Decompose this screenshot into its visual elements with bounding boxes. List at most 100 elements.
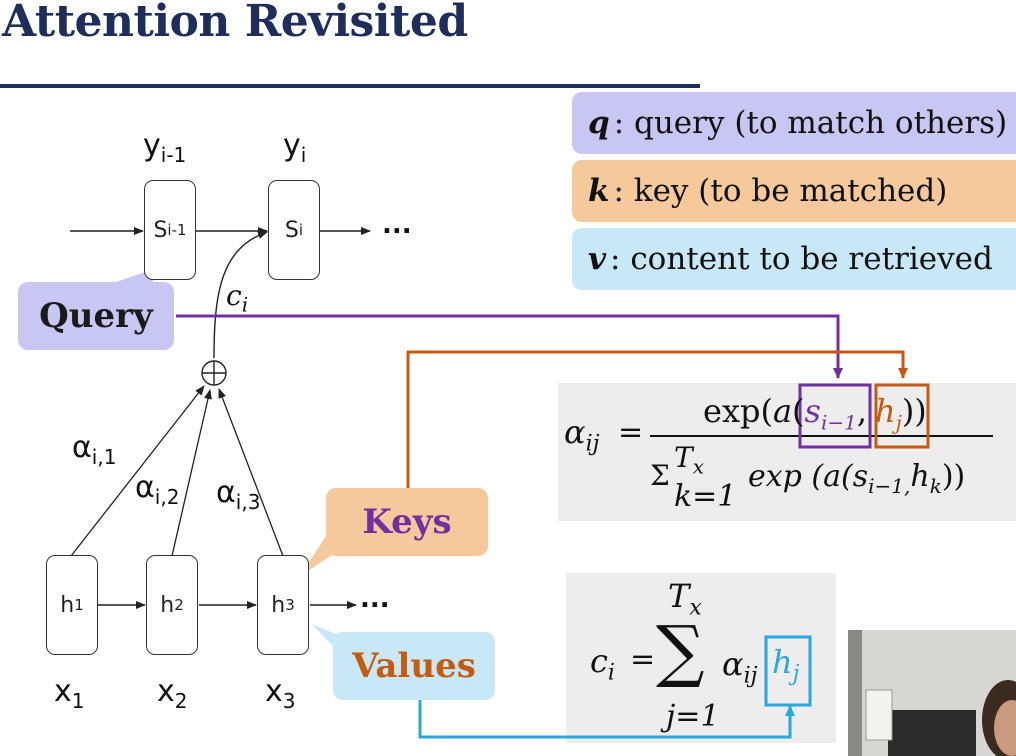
num-h-sub: j [895, 410, 902, 435]
context-alpha-symbol: α [722, 645, 744, 683]
weight-base: α [135, 470, 155, 505]
output-label-prev: yi-1 [143, 128, 186, 167]
values-callout: Values [333, 632, 495, 700]
context-lhs: ci [590, 645, 615, 684]
context-h: hj [772, 646, 799, 685]
weight-base: α [72, 430, 92, 465]
context-h-symbol: h [772, 643, 793, 681]
input-base: x [157, 674, 175, 709]
alpha-numerator: exp(a(si−1,hj)) [703, 395, 927, 432]
output-base: y [143, 128, 161, 163]
state-base: h [60, 592, 75, 618]
num-h: h [875, 392, 896, 430]
state-base: S [153, 217, 168, 243]
input-sub: 3 [282, 689, 296, 713]
weight-sub: i,3 [235, 490, 261, 514]
input-label-3: x3 [265, 674, 296, 713]
state-base: h [160, 592, 175, 618]
alpha-formula-panel [558, 383, 1016, 521]
keys-callout: Keys [326, 488, 488, 556]
context-equals: = [630, 642, 656, 677]
legend-key-text: : key (to be matched) [613, 173, 948, 209]
den-close: )) [941, 459, 966, 494]
attention-weight-arrows [70, 385, 284, 557]
legend-value-symbol: v [588, 241, 607, 277]
context-alpha-sub: ij [743, 663, 758, 689]
input-label-2: x2 [157, 674, 188, 713]
webcam-thumbnail [848, 630, 1016, 756]
output-label-current: yi [283, 128, 306, 167]
num-exp: exp( [703, 392, 773, 430]
den-upper-limit: Tx [674, 444, 704, 477]
output-sub: i [300, 143, 307, 167]
query-highlight-box [798, 383, 872, 449]
context-sub: i [241, 292, 249, 317]
num-close: )) [901, 392, 927, 430]
sum-upper-sub: x [689, 595, 702, 621]
num-comma: , [856, 392, 867, 430]
weight-sub: i,2 [154, 485, 180, 509]
context-label: ci [226, 279, 248, 317]
den-sum-symbol: Σ [650, 459, 670, 492]
value-connector [418, 700, 795, 739]
den-sup: T [674, 441, 693, 474]
input-base: x [54, 674, 72, 709]
decoder-ellipsis: ... [382, 210, 412, 240]
alpha-denominator: exp (a(si−1,hk)) [748, 459, 966, 498]
legend-query-symbol: q [588, 105, 610, 141]
num-paren: ( [792, 392, 805, 430]
den-s-sub: i−1, [868, 474, 911, 498]
state-sub: 1 [74, 596, 84, 614]
summation-symbol: ∑ [656, 612, 705, 691]
output-base: y [283, 128, 301, 163]
num-s: s [804, 392, 821, 430]
den-lower-limit: k=1 [674, 479, 737, 514]
query-callout: Query [18, 282, 174, 350]
weight-base: α [216, 475, 236, 510]
weight-label-2: αi,2 [135, 470, 179, 509]
state-sub: i [298, 221, 304, 239]
alpha-lhs: αij [564, 416, 599, 455]
legend-query: q: query (to match others) [572, 92, 1016, 154]
input-sub: 1 [71, 689, 85, 713]
input-base: x [265, 674, 283, 709]
weight-sub: i,1 [91, 445, 117, 469]
state-sub: 2 [174, 596, 184, 614]
legend-query-text: : query (to match others) [613, 105, 1008, 141]
alpha-lhs-sub: ij [585, 431, 600, 457]
state-base: S [284, 217, 299, 243]
input-sub: 2 [174, 689, 188, 713]
legend-key-symbol: k [588, 173, 610, 209]
key-highlight-box [874, 383, 930, 449]
context-h-sub: j [792, 661, 800, 687]
weight-label-1: αi,1 [72, 430, 116, 469]
num-s-sub: i−1 [820, 410, 857, 435]
state-sub: i-1 [167, 221, 187, 239]
context-base: c [226, 279, 242, 312]
sum-upper: T [668, 577, 690, 615]
alpha-lhs-symbol: α [564, 413, 586, 451]
context-alpha: αij [722, 648, 757, 687]
legend-value: v: content to be retrieved [572, 228, 1016, 290]
den-sup-sub: x [692, 454, 704, 479]
slide-title: Attention Revisited [2, 0, 468, 47]
legend-value-text: : content to be retrieved [610, 241, 993, 277]
state-base: h [271, 592, 286, 618]
context-lhs-symbol: c [590, 642, 608, 680]
query-connector [176, 314, 843, 379]
legend-key: k: key (to be matched) [572, 160, 1016, 222]
den-h-sub: k [929, 474, 942, 498]
output-sub: i-1 [160, 143, 187, 167]
value-highlight-box [764, 635, 812, 707]
state-sub: 3 [285, 596, 295, 614]
alpha-equals: = [618, 415, 644, 450]
input-label-1: x1 [54, 674, 85, 713]
sum-upper-limit: Tx [668, 580, 702, 619]
weight-label-3: αi,3 [216, 475, 260, 514]
sum-node-icon [201, 360, 227, 386]
